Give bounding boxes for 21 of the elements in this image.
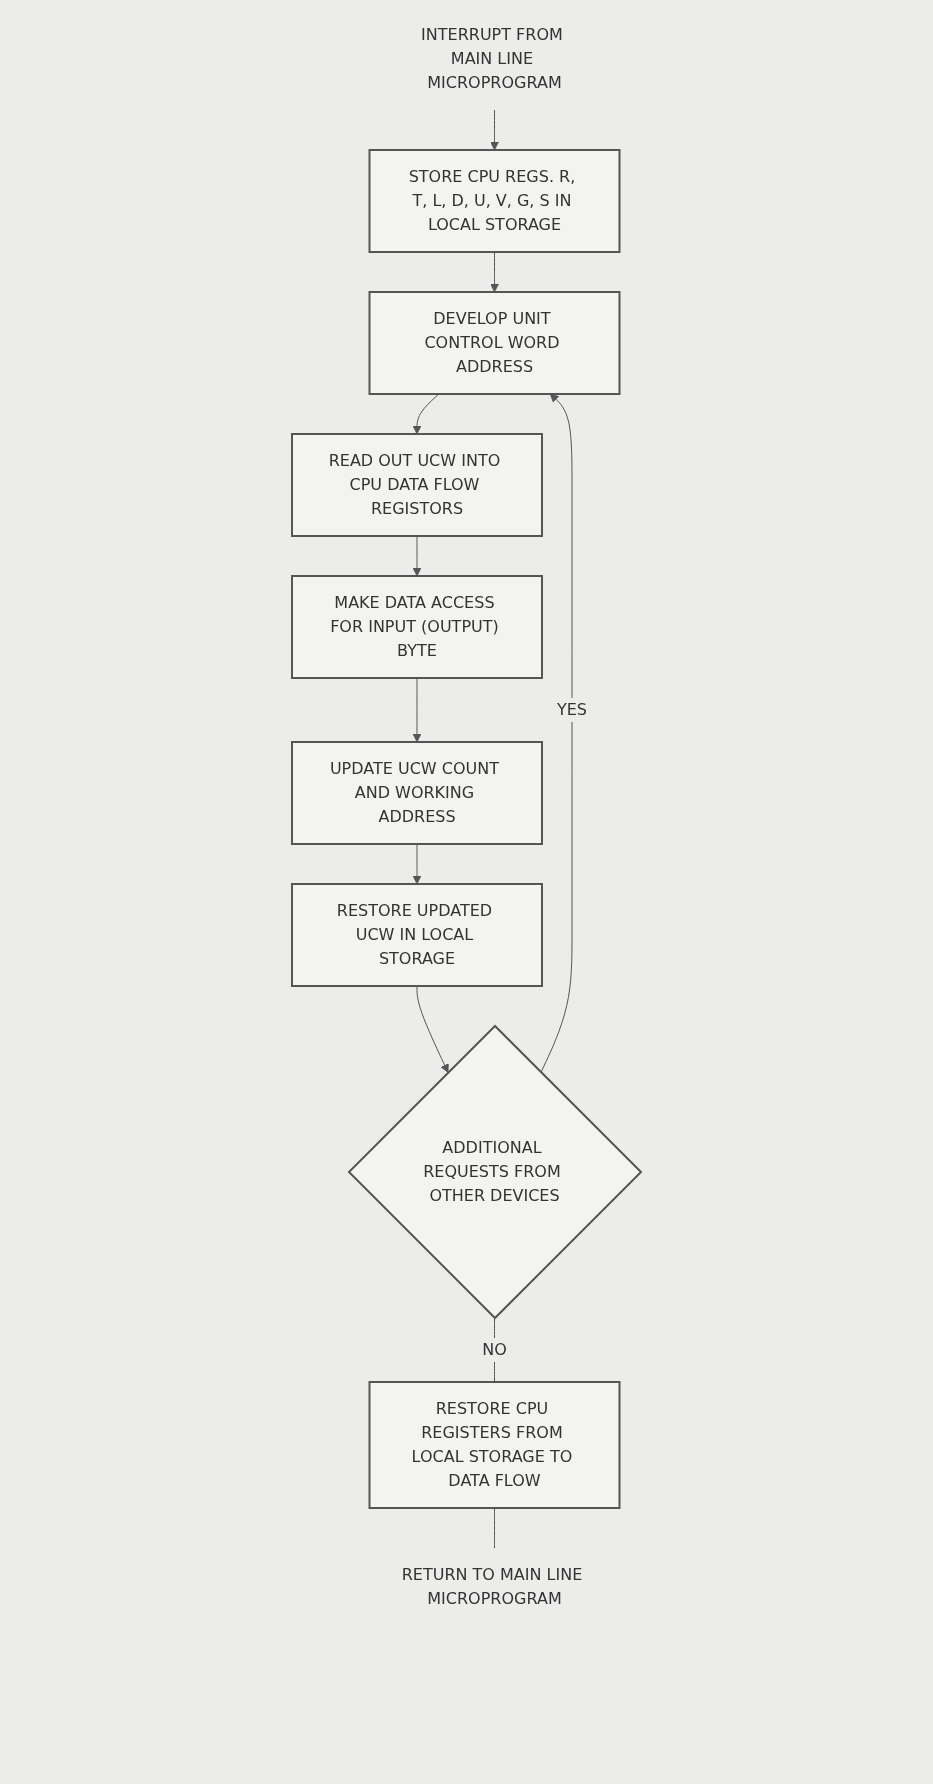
edge-label: NO <box>482 1340 507 1359</box>
node-box: READ OUT UCW INTO CPU DATA FLOW REGISTORS <box>291 433 543 537</box>
node-box: RESTORE CPU REGISTERS FROM LOCAL STORAGE TO DATA FLOW <box>368 1381 621 1509</box>
node-diamond: ADDITIONAL REQUESTS FROM OTHER DEVICES <box>347 1024 643 1320</box>
node-text: RETURN TO MAIN LINE MICROPROGRAM <box>401 1565 583 1608</box>
node-box: DEVELOP UNIT CONTROL WORD ADDRESS <box>368 291 621 395</box>
arrow <box>490 251 499 293</box>
node-box: MAKE DATA ACCESS FOR INPUT (OUTPUT) BYTE <box>291 575 543 679</box>
edge-label: YES <box>556 700 588 719</box>
arrow <box>416 985 449 1073</box>
node-box: RESTORE UPDATED UCW IN LOCAL STORAGE <box>291 883 543 987</box>
arrow <box>412 535 422 577</box>
arrow <box>540 393 573 1073</box>
node-box: STORE CPU REGS. R, T, L, D, U, V, G, S IN LOCAL STORAGE <box>368 149 621 253</box>
node-box: UPDATE UCW COUNT AND WORKING ADDRESS <box>291 741 543 845</box>
node-text: INTERRUPT FROM MAIN LINE MICROPROGRAM <box>421 25 563 92</box>
connector <box>494 1507 495 1549</box>
arrow <box>412 393 440 435</box>
arrow <box>490 109 499 151</box>
arrow <box>412 843 422 885</box>
arrow <box>412 677 422 743</box>
